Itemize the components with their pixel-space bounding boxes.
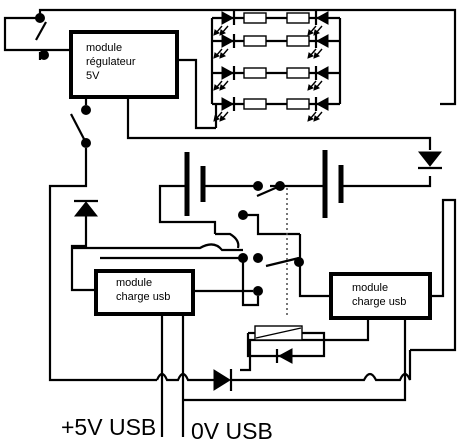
- resistor-left-4: [243, 98, 267, 110]
- center-cross-wire-b: [72, 243, 243, 252]
- led-right-4: [315, 97, 329, 111]
- relay-contacts: [100, 181, 304, 307]
- regulator-module-box: [69, 30, 179, 99]
- battery-left-loop: [158, 184, 217, 234]
- battery-right-out: [341, 176, 432, 188]
- charge-right-bottom-b: [183, 318, 407, 402]
- resistor-right-2: [286, 35, 310, 47]
- main-switch: [35, 13, 49, 60]
- regulator-module-label: module régulateur 5V: [86, 42, 136, 82]
- regulator-out-wire: [126, 97, 432, 150]
- led-left-4: [221, 97, 235, 111]
- resistor-right-3: [286, 67, 310, 79]
- relay-coil: [246, 325, 326, 364]
- charge-right-right-wire: [410, 198, 457, 352]
- resistor-right-4: [286, 98, 310, 110]
- left-diode: [70, 199, 100, 292]
- battery-right: [322, 150, 344, 218]
- led-right-1: [315, 11, 329, 25]
- led-left-2: [221, 34, 235, 48]
- regulator-right-wire: [177, 58, 216, 130]
- right-diode: [417, 151, 443, 170]
- charge-left-module-label: module charge usb: [116, 277, 171, 303]
- led-left-3: [221, 66, 235, 80]
- regulator-switch: [70, 97, 91, 148]
- resistor-left-1: [243, 12, 267, 24]
- led-right-2: [315, 34, 329, 48]
- resistor-left-2: [243, 35, 267, 47]
- plus-5v-usb-label: +5V USB: [61, 414, 157, 440]
- resistor-right-1: [286, 12, 310, 24]
- led-rows: [213, 11, 329, 122]
- center-cross-wire-a: [215, 232, 240, 249]
- charge-right-left-wire: [298, 262, 331, 298]
- battery-left: [184, 152, 206, 216]
- charge-right-module-label: module charge usb: [352, 282, 407, 308]
- led-right-3: [315, 66, 329, 80]
- charge-right-bottom-wire: [240, 318, 370, 372]
- charge-left-box: [94, 269, 195, 316]
- led-left-1: [221, 11, 235, 25]
- zero-v-usb-label: 0V USB: [191, 418, 273, 444]
- left-column-wire: [48, 148, 157, 382]
- resistor-left-3: [243, 67, 267, 79]
- usb-bottom-wires: [155, 350, 412, 391]
